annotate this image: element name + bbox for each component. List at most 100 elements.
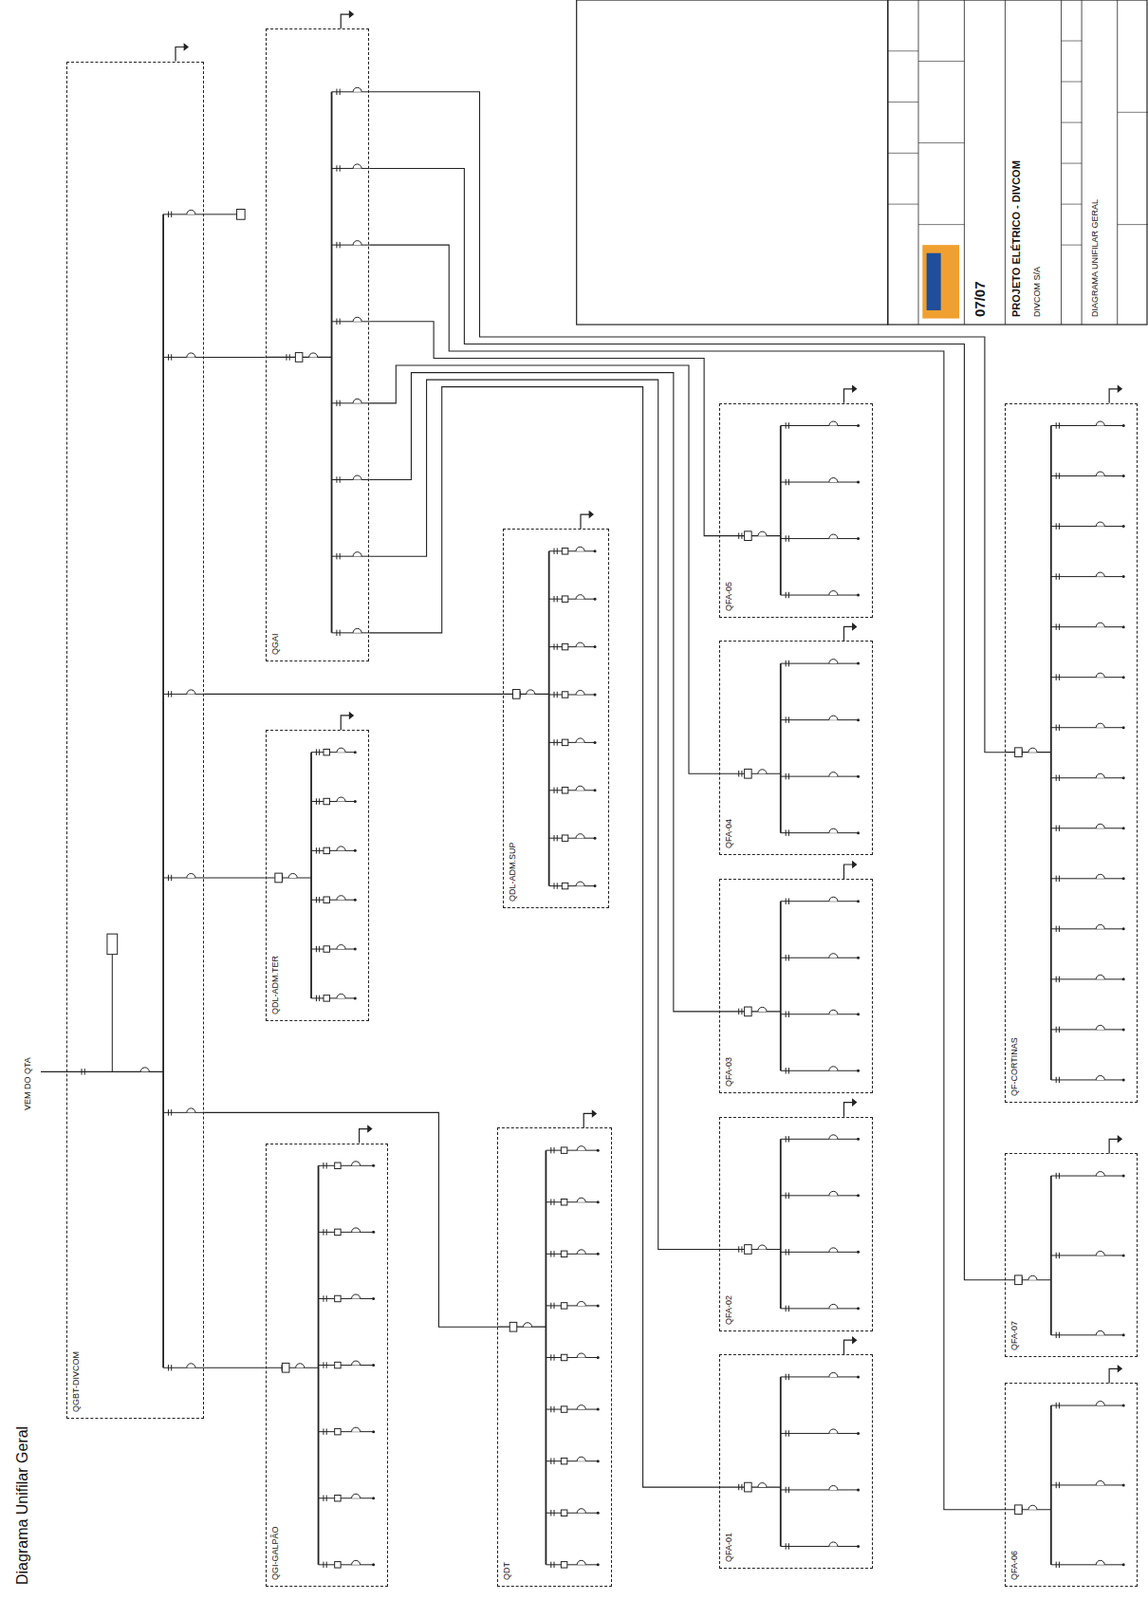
conductor-mark	[339, 241, 341, 248]
terminal-dot	[371, 1562, 375, 1566]
device-symbol	[560, 1302, 567, 1309]
breaker-symbol	[309, 352, 318, 358]
breaker-symbol	[186, 352, 196, 358]
terminal-dot	[1122, 876, 1126, 880]
device-symbol	[560, 1406, 567, 1412]
conductor-mark	[550, 1509, 552, 1516]
conductor-mark	[315, 945, 317, 952]
conductor-mark	[326, 1228, 328, 1235]
conductor-mark	[554, 1406, 556, 1412]
panel-flag	[583, 1112, 593, 1128]
terminal-dot	[353, 750, 357, 754]
circuit-wire	[780, 1013, 859, 1015]
circuit-wire	[332, 402, 371, 404]
device-symbol	[334, 1361, 341, 1368]
circuit-wire	[780, 1070, 859, 1072]
breaker-symbol	[576, 1352, 586, 1358]
conductor-mark	[1055, 875, 1057, 882]
conductor-mark	[1058, 1481, 1060, 1488]
terminal-dot	[1122, 926, 1126, 930]
conductor-mark	[788, 716, 790, 723]
panel-box: QFA-03	[719, 878, 872, 1093]
panel-flag	[175, 46, 186, 61]
breaker-symbol	[829, 1134, 838, 1140]
panel-box: QGAI	[265, 28, 371, 662]
breaker-symbol	[1095, 924, 1105, 929]
logo	[926, 253, 942, 311]
panel-flag	[843, 1102, 853, 1117]
panel-label: QFA-03	[723, 1055, 734, 1089]
circuit-wire	[780, 1375, 859, 1377]
circuit-wire	[549, 885, 595, 887]
terminal-dot	[596, 1252, 600, 1256]
terminal-dot	[593, 692, 597, 696]
conductor-mark	[785, 1429, 787, 1436]
breaker-symbol	[575, 833, 585, 839]
conductor-mark	[554, 787, 556, 794]
circuit-wire	[332, 631, 371, 633]
breaker-symbol	[1028, 1504, 1037, 1510]
circuit-wire	[780, 1432, 859, 1434]
conductor-mark	[788, 1248, 790, 1255]
device-symbol	[560, 1147, 567, 1153]
feeder-line	[369, 387, 720, 1487]
conductor-mark	[554, 691, 556, 698]
busbar	[779, 425, 782, 596]
breaker-symbol	[576, 1197, 586, 1203]
panel-box: QGBT-DIVCOM	[66, 61, 204, 1419]
panel-label: QFA-04	[723, 816, 734, 851]
conductor-mark	[1058, 522, 1060, 529]
conductor-mark	[167, 874, 169, 881]
device-symbol	[107, 933, 118, 955]
circuit-wire	[1051, 726, 1124, 728]
terminal-dot	[353, 996, 357, 1000]
panel-flag	[589, 510, 594, 519]
label-holder: 07/07	[971, 278, 988, 319]
device-symbol	[561, 643, 568, 649]
circuit-wire	[1051, 525, 1124, 527]
panel-label: QGI-GALPÃO	[270, 1524, 280, 1583]
breaker-symbol	[352, 552, 362, 557]
conductor-mark	[550, 1457, 552, 1463]
device-symbol	[561, 834, 568, 841]
panel-label: QFA-02	[723, 1293, 734, 1327]
terminal-dot	[856, 481, 860, 484]
conductor-mark	[554, 739, 556, 745]
device-symbol	[323, 797, 330, 804]
title-grid	[888, 101, 919, 103]
terminal-dot	[1122, 1027, 1126, 1031]
conductor-mark	[1055, 522, 1057, 529]
circuit-wire	[780, 537, 859, 539]
feeder-line	[369, 372, 720, 1012]
terminal-dot	[593, 549, 597, 553]
conductor-mark	[326, 1361, 328, 1368]
circuit-wire	[780, 1194, 859, 1196]
terminal-dot	[1122, 625, 1126, 629]
conductor-mark	[554, 882, 556, 889]
panel-label-holder: QFA-07	[1009, 1318, 1019, 1352]
conductor-mark	[556, 548, 558, 555]
terminal-dot	[856, 1250, 860, 1254]
circuit-wire	[780, 1307, 859, 1309]
title-grid	[918, 0, 920, 325]
title-grid	[1061, 81, 1083, 83]
device-symbol	[560, 1561, 567, 1568]
breaker-symbol	[351, 1559, 361, 1565]
circuit-wire	[1051, 978, 1124, 980]
terminal-dot	[1122, 977, 1126, 981]
conductor-mark	[339, 89, 341, 95]
conductor-mark	[738, 1245, 740, 1252]
conductor-mark	[1058, 925, 1060, 932]
conductor-mark	[1055, 775, 1057, 781]
device-symbol	[509, 1321, 518, 1332]
breaker-symbol	[575, 594, 585, 600]
breaker-symbol	[352, 628, 362, 633]
device-symbol	[560, 1509, 567, 1516]
breaker-symbol	[1095, 1559, 1105, 1565]
conductor-mark	[738, 1008, 740, 1015]
conductor-mark	[554, 548, 556, 555]
note-label: 07/07	[971, 278, 988, 319]
device-symbol	[323, 945, 330, 952]
conductor-mark	[170, 1364, 172, 1371]
